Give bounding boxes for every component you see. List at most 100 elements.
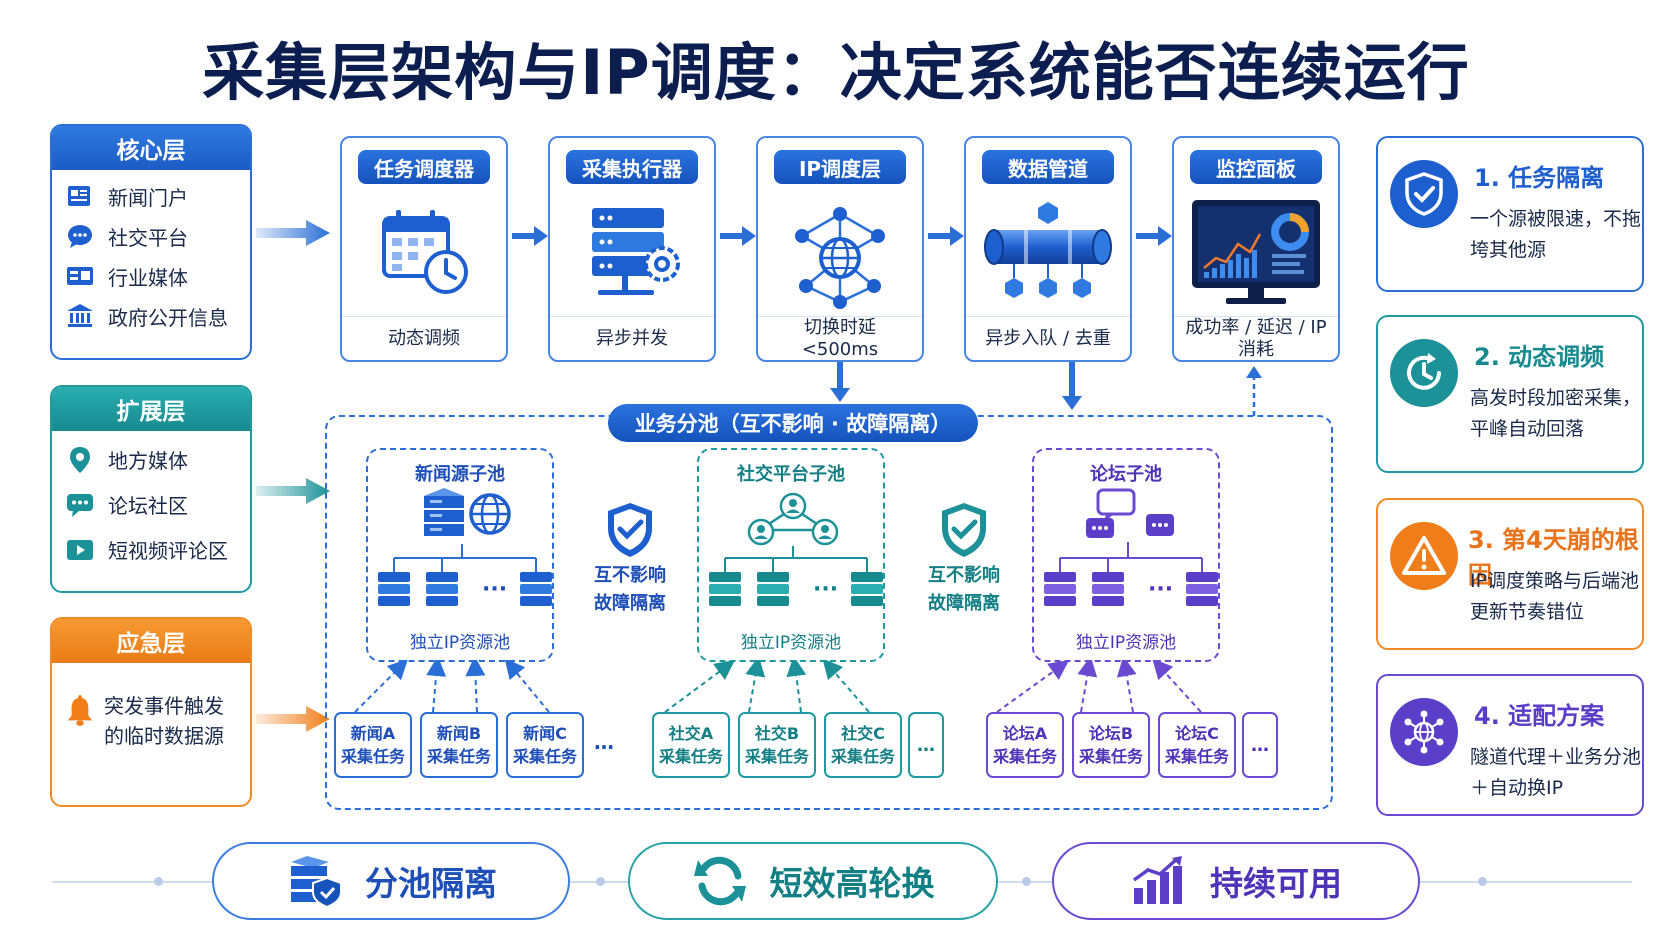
- core-item-label: 政府公开信息: [108, 305, 228, 330]
- arrow-emg-to-pool: [256, 706, 330, 732]
- stage-title: IP调度层: [774, 150, 906, 184]
- server-unit-icon: [1092, 572, 1124, 606]
- network-hub-icon: [1390, 698, 1458, 766]
- stage-desc: 异步入队 / 去重: [966, 316, 1130, 360]
- task-name: 社交C: [841, 724, 885, 743]
- task-type: 采集任务: [744, 747, 809, 766]
- task-card-social-c: 社交C 采集任务: [824, 712, 902, 778]
- task-card-social-a: 社交A 采集任务: [652, 712, 730, 778]
- card-title: 4. 适配方案: [1474, 702, 1605, 730]
- card-desc: 隧道代理＋业务分池＋自动换IP: [1470, 746, 1642, 799]
- extension-layer-panel: 扩展层 地方媒体 论坛社区 短视频评论区: [50, 385, 252, 593]
- task-more-news: …: [594, 730, 616, 754]
- isolation-label-1: 互不影响 故障隔离: [575, 562, 685, 618]
- subpool-title: 论坛子池: [1090, 464, 1162, 485]
- summary-pill-pool-isolation: 分池隔离: [212, 842, 570, 920]
- arrow-stage-3-4: [928, 226, 964, 246]
- clock-refresh-icon: [1390, 339, 1458, 407]
- core-item-news-portal: 新闻门户: [66, 176, 236, 216]
- stage-desc: 动态调频: [342, 316, 506, 360]
- core-layer-title: 核心层: [52, 126, 250, 170]
- task-more-social: …: [908, 712, 944, 778]
- divider-dot: [596, 877, 605, 886]
- arrow-ext-to-pool: [256, 478, 330, 504]
- stage-collector: 采集执行器 异步并发: [548, 136, 716, 362]
- card-desc: 一个源被限速，不拖垮其他源: [1470, 208, 1642, 261]
- card-task-isolation: 1. 任务隔离 一个源被限速，不拖垮其他源: [1376, 136, 1644, 292]
- stage-monitor: 监控面板 成功率 / 延迟 / IP消耗: [1172, 136, 1340, 362]
- task-type: 采集任务: [658, 747, 723, 766]
- server-unit-icon: [520, 572, 552, 606]
- summary-label: 分池隔离: [365, 864, 497, 903]
- stage-desc: 异步并发: [550, 316, 714, 360]
- page-title: 采集层架构与IP调度：决定系统能否连续运行: [202, 36, 1470, 109]
- stage-title: 任务调度器: [358, 150, 490, 184]
- card-desc: 高发时段加密采集，平峰自动回落: [1470, 387, 1642, 440]
- forum-chat-icon: [66, 491, 94, 519]
- stage-title: 数据管道: [982, 150, 1114, 184]
- pipeline-icon: [980, 196, 1116, 316]
- summary-pill-availability: 持续可用: [1052, 842, 1420, 920]
- ext-item-label: 短视频评论区: [108, 539, 228, 563]
- card-desc: IP调度策略与后端池更新节奏错位: [1470, 570, 1640, 623]
- card-dynamic-frequency: 2. 动态调频 高发时段加密采集，平峰自动回落: [1376, 315, 1644, 473]
- ext-item-label: 地方媒体: [108, 449, 188, 473]
- subpool-title: 新闻源子池: [415, 464, 505, 485]
- ext-item-forum: 论坛社区: [66, 482, 236, 527]
- emg-layer-title: 应急层: [52, 619, 250, 663]
- globe-icon: [469, 493, 511, 535]
- svg-text:···: ···: [1148, 577, 1173, 602]
- monitor-dashboard-icon: [1188, 196, 1324, 316]
- bar-chart-up-icon: [1132, 856, 1182, 904]
- svg-text:···: ···: [482, 577, 507, 602]
- task-type: 采集任务: [426, 747, 491, 766]
- subpool-forum-graphic: ···: [1044, 488, 1218, 606]
- subpool-social: 社交平台子池 ··· 独立IP资源池: [697, 448, 885, 662]
- server-unit-icon: [709, 572, 741, 606]
- newspaper-icon: [66, 182, 94, 210]
- core-item-label: 社交平台: [108, 225, 188, 250]
- card-title: 3. 第4天崩的根因: [1468, 526, 1639, 589]
- server-unit-icon: [378, 572, 410, 606]
- server-unit-icon: [426, 572, 458, 606]
- arrow-stage-1-2: [512, 226, 548, 246]
- server-stack-icon: [424, 488, 464, 536]
- isolation-label-2: 互不影响 故障隔离: [909, 562, 1019, 618]
- ext-layer-title: 扩展层: [52, 387, 250, 431]
- isolation-text-a: 互不影响: [594, 565, 666, 586]
- task-name: 新闻A: [350, 724, 396, 743]
- stage-desc: 切换时延 <500ms: [758, 316, 922, 360]
- task-name: 社交A: [668, 724, 714, 743]
- arrow-pipeline-to-pool: [1062, 362, 1082, 410]
- task-type: 采集任务: [512, 747, 577, 766]
- emg-item-label: 突发事件触发的临时数据源: [104, 694, 224, 748]
- isolation-text-b: 故障隔离: [928, 593, 1000, 614]
- svg-text:···: ···: [813, 577, 838, 602]
- stage-task-scheduler: 任务调度器 动态调频: [340, 136, 508, 362]
- shield-check-icon: [1390, 160, 1458, 228]
- task-name: 论坛C: [1175, 724, 1219, 743]
- subpool-ip-pool-label: 独立IP资源池: [409, 633, 511, 653]
- core-item-label: 新闻门户: [108, 185, 188, 210]
- server-gear-icon: [564, 196, 700, 316]
- isolation-text-a: 互不影响: [928, 565, 1000, 586]
- task-type: 采集任务: [830, 747, 895, 766]
- summary-label: 短效高轮换: [769, 864, 935, 903]
- network-globe-icon: [772, 196, 908, 316]
- stage-desc: 成功率 / 延迟 / IP消耗: [1174, 316, 1338, 360]
- isolation-text-b: 故障隔离: [594, 593, 666, 614]
- arrow-core-to-pipeline: [256, 220, 330, 246]
- ext-item-short-video: 短视频评论区: [66, 527, 236, 572]
- stage-ip-scheduler: IP调度层 切换时延 <500ms: [756, 136, 924, 362]
- divider-dot: [1022, 877, 1031, 886]
- card-solution: 4. 适配方案 隧道代理＋业务分池＋自动换IP: [1376, 674, 1644, 816]
- arrow-stage-4-5: [1136, 226, 1172, 246]
- task-name: 论坛B: [1088, 724, 1134, 743]
- shield-check-icon: [608, 503, 652, 557]
